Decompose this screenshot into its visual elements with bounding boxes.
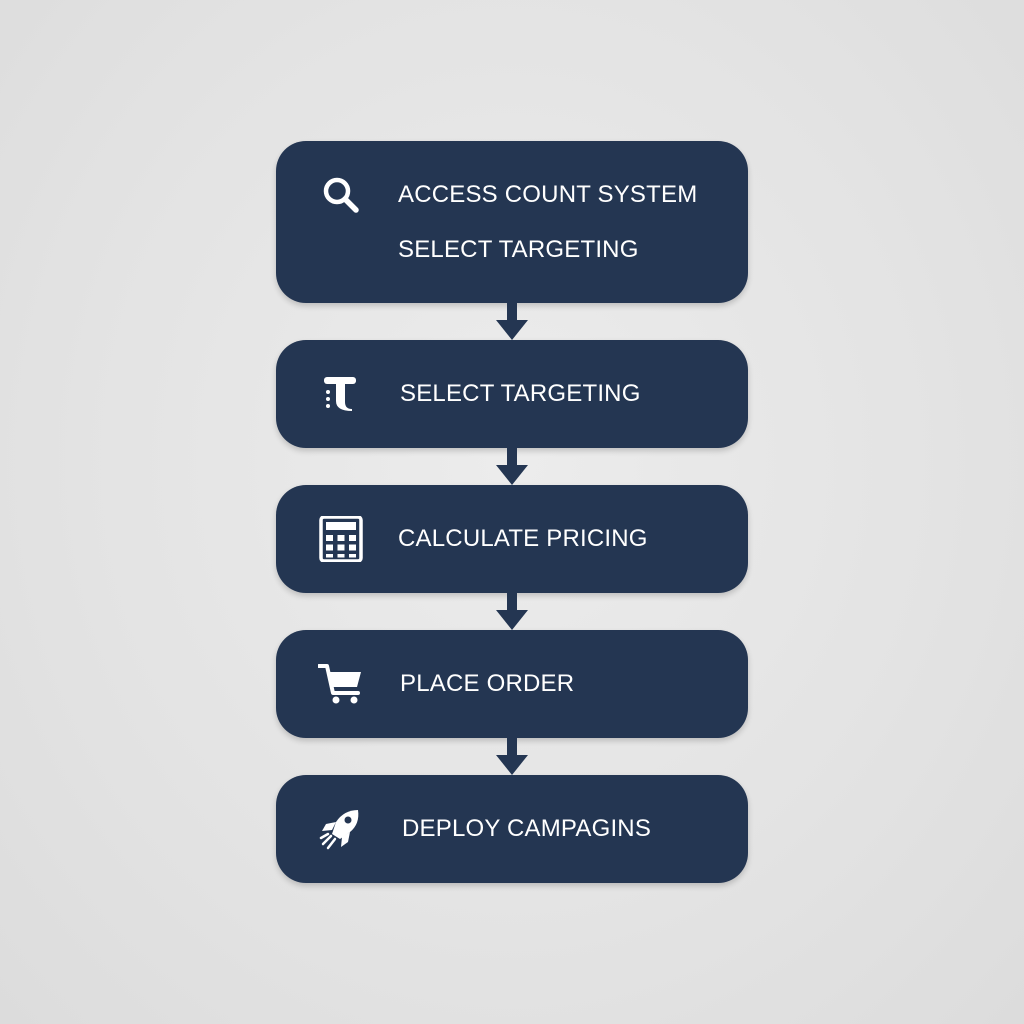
step-label: ACCESS COUNT SYSTEM — [398, 181, 698, 208]
step-label: SELECT TARGETING — [398, 236, 639, 263]
step-deploy-campaigns: DEPLOY CAMPAGINS — [276, 775, 748, 883]
step-access-count-system: ACCESS COUNT SYSTEM SELECT TARGETING — [276, 141, 748, 303]
arrow-down-icon — [496, 445, 528, 485]
step-label: PLACE ORDER — [400, 670, 575, 697]
search-icon — [323, 177, 359, 213]
rocket-icon — [319, 810, 359, 850]
cart-icon — [318, 664, 361, 704]
step-label: SELECT TARGETING — [400, 380, 641, 407]
calculator-icon — [319, 516, 363, 562]
step-place-order: PLACE ORDER — [276, 630, 748, 738]
step-label: DEPLOY CAMPAGINS — [402, 815, 652, 842]
arrow-down-icon — [496, 590, 528, 630]
arrow-down-icon — [496, 300, 528, 340]
step-label: CALCULATE PRICING — [398, 525, 648, 552]
step-calculate-pricing: CALCULATE PRICING — [276, 485, 748, 593]
targeting-icon — [324, 377, 356, 411]
step-select-targeting: SELECT TARGETING — [276, 340, 748, 448]
arrow-down-icon — [496, 735, 528, 775]
